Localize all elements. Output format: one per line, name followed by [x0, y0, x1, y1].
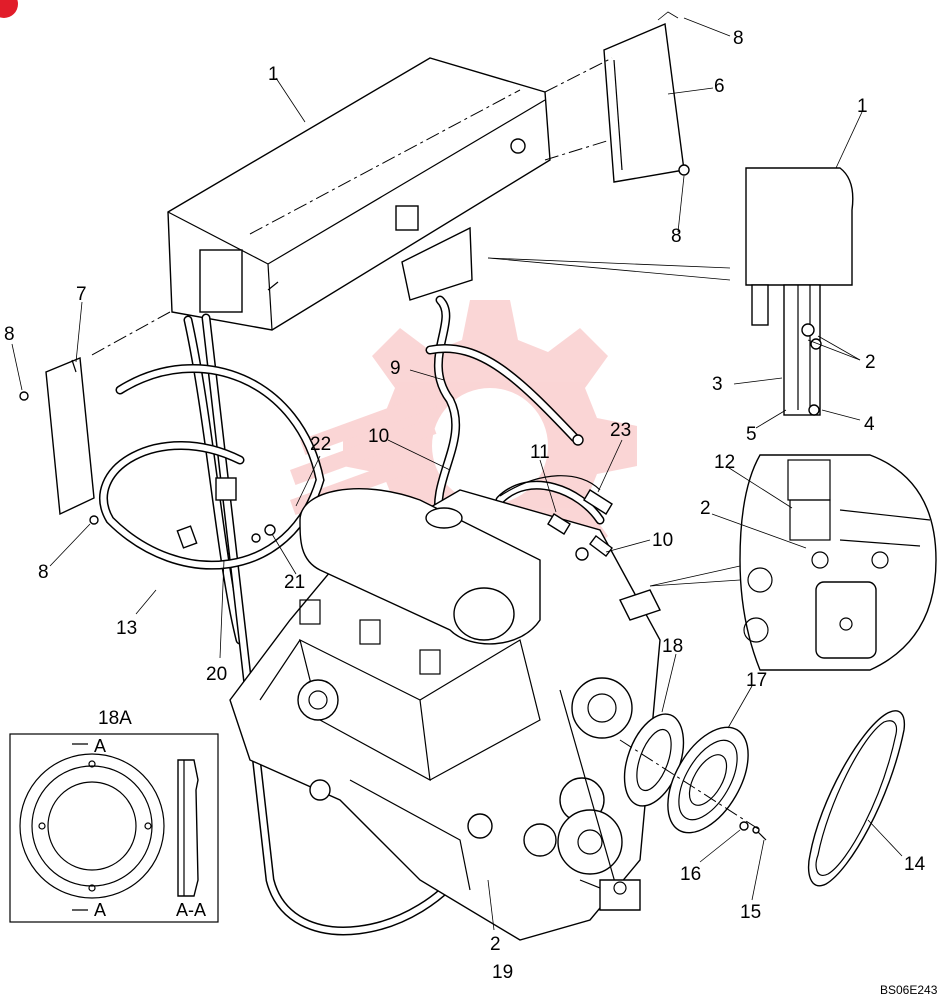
wiring-harness — [99, 295, 605, 936]
callout-13: 13 — [116, 618, 137, 639]
callout-15: 15 — [740, 902, 761, 923]
callout-21: 21 — [284, 572, 305, 593]
callout-1-side: 1 — [857, 96, 868, 117]
section-label-bottom: A — [94, 900, 106, 920]
callout-labels: 1 1 2 2 2 3 4 5 6 7 8 8 8 8 9 10 10 11 1… — [4, 28, 938, 997]
callout-10-upper: 10 — [368, 426, 389, 447]
drawing-code: BS06E243 — [880, 983, 938, 997]
callout-5: 5 — [746, 424, 757, 445]
callout-8-left-top: 8 — [4, 324, 15, 345]
callout-9: 9 — [390, 358, 401, 379]
detail-18a — [9, 733, 219, 923]
callout-18: 18 — [662, 636, 683, 657]
callout-8-left-bottom: 8 — [38, 562, 49, 583]
callout-11: 11 — [530, 442, 550, 463]
housing-side-view — [745, 167, 854, 416]
callout-3: 3 — [712, 374, 723, 395]
inset-detail — [739, 454, 937, 671]
callout-22: 22 — [310, 434, 331, 455]
section-view-label: A-A — [176, 900, 206, 920]
callout-4: 4 — [864, 414, 875, 435]
section-label-top: A — [94, 736, 106, 756]
center-lines — [89, 57, 761, 831]
callout-20: 20 — [206, 664, 227, 685]
bolt-washer — [739, 821, 767, 841]
callout-12: 12 — [714, 452, 735, 473]
callout-8-top-right: 8 — [733, 28, 744, 49]
bracket-left — [19, 356, 99, 525]
callout-19: 19 — [492, 962, 513, 983]
detail-title: 18A — [98, 708, 132, 729]
housing-assembly — [167, 57, 551, 331]
callout-23: 23 — [610, 420, 631, 441]
pulley-parts — [623, 713, 749, 834]
engine-assembly — [229, 434, 661, 941]
callout-6: 6 — [714, 76, 725, 97]
callout-2-bottom: 2 — [490, 934, 501, 955]
callout-2-inset: 2 — [700, 498, 711, 519]
callout-8-right: 8 — [671, 226, 682, 247]
corner-badge-icon — [0, 0, 18, 18]
bracket-right — [603, 11, 690, 183]
callout-17: 17 — [746, 670, 767, 691]
callout-2-clamp: 2 — [865, 352, 876, 373]
callout-10-lower: 10 — [652, 530, 673, 551]
leader-lines — [11, 17, 903, 931]
v-belt — [807, 710, 906, 887]
callout-1-housing: 1 — [268, 64, 279, 85]
callout-14: 14 — [904, 854, 926, 875]
callout-16: 16 — [680, 864, 701, 885]
callout-7: 7 — [76, 284, 87, 305]
